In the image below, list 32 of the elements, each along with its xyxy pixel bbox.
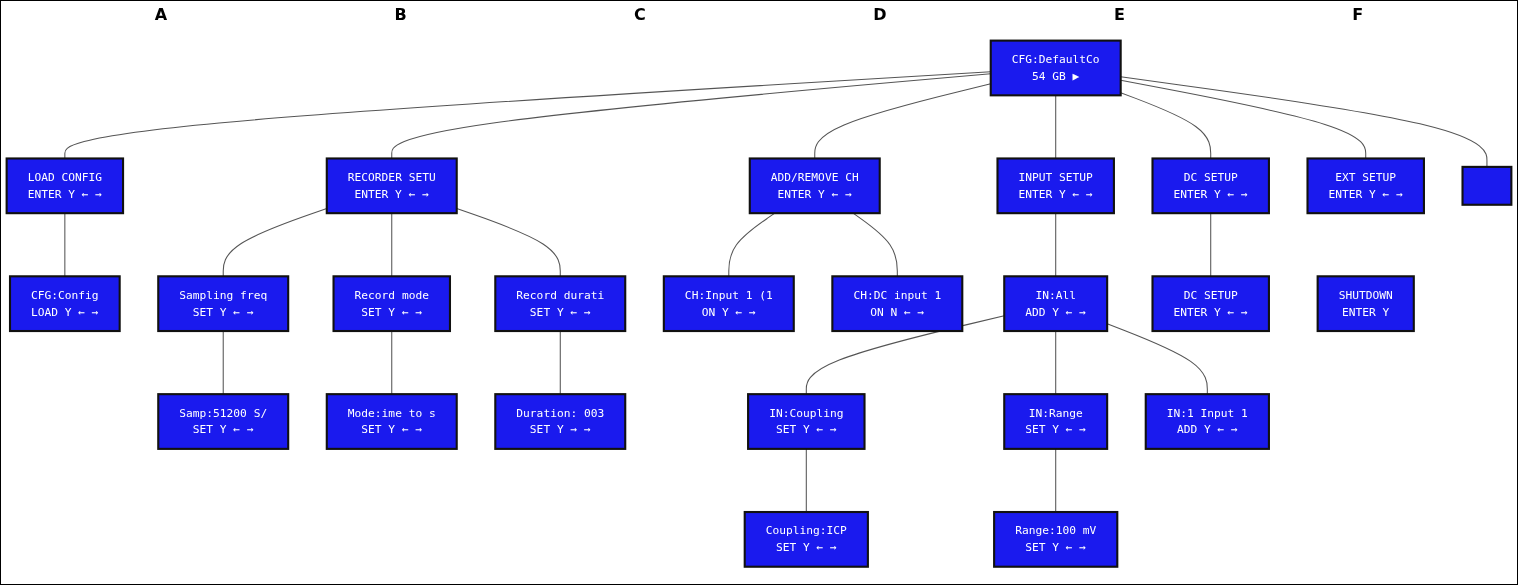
node-box: Range:100 mV SET Y ← → [993, 511, 1119, 569]
node-box [1461, 166, 1513, 207]
node-box: SHUTDOWN ENTER Y [1316, 275, 1415, 333]
node-box: RECORDER SETU ENTER Y ← → [325, 157, 458, 215]
node-box: DC SETUP ENTER Y ← → [1151, 275, 1270, 333]
node-box: INPUT SETUP ENTER Y ← → [996, 157, 1115, 215]
node-box: Duration: 003 SET Y → → [494, 393, 627, 451]
node-box: Coupling:ICP SET Y ← → [743, 511, 869, 569]
node-box: Record mode SET Y ← → [332, 275, 451, 333]
node-box: Mode:ime to s SET Y ← → [325, 393, 458, 451]
node-box: IN:Range SET Y ← → [1003, 393, 1109, 451]
node-box: CFG:Config LOAD Y ← → [8, 275, 121, 333]
node-box: LOAD CONFIG ENTER Y ← → [5, 157, 125, 215]
column-letter: E [1113, 5, 1125, 24]
node-box: ADD/REMOVE CH ENTER Y ← → [748, 157, 881, 215]
node-box: CH:DC input 1 ON N ← → [831, 275, 964, 333]
node-box: Record durati SET Y ← → [494, 275, 627, 333]
node-box: EXT SETUP ENTER Y ← → [1306, 157, 1425, 215]
node-box: Sampling freq SET Y ← → [157, 275, 290, 333]
node-box: Samp:51200 S/ SET Y ← → [157, 393, 290, 451]
column-letter: C [634, 5, 646, 24]
node-box: IN:Coupling SET Y ← → [747, 393, 866, 451]
column-letter: D [873, 5, 887, 24]
column-letter: A [154, 5, 168, 24]
connector [1120, 76, 1488, 168]
node-box: IN:All ADD Y ← → [1003, 275, 1109, 333]
node-box: DC SETUP ENTER Y ← → [1151, 157, 1270, 215]
node-box: CFG:DefaultCo 54 GB ▶ [989, 39, 1122, 97]
node-box: CH:Input 1 (1 ON Y ← → [662, 275, 795, 333]
column-letter: F [1352, 5, 1364, 24]
column-letter: B [394, 5, 407, 24]
node-box: IN:1 Input 1 ADD Y ← → [1144, 393, 1270, 451]
